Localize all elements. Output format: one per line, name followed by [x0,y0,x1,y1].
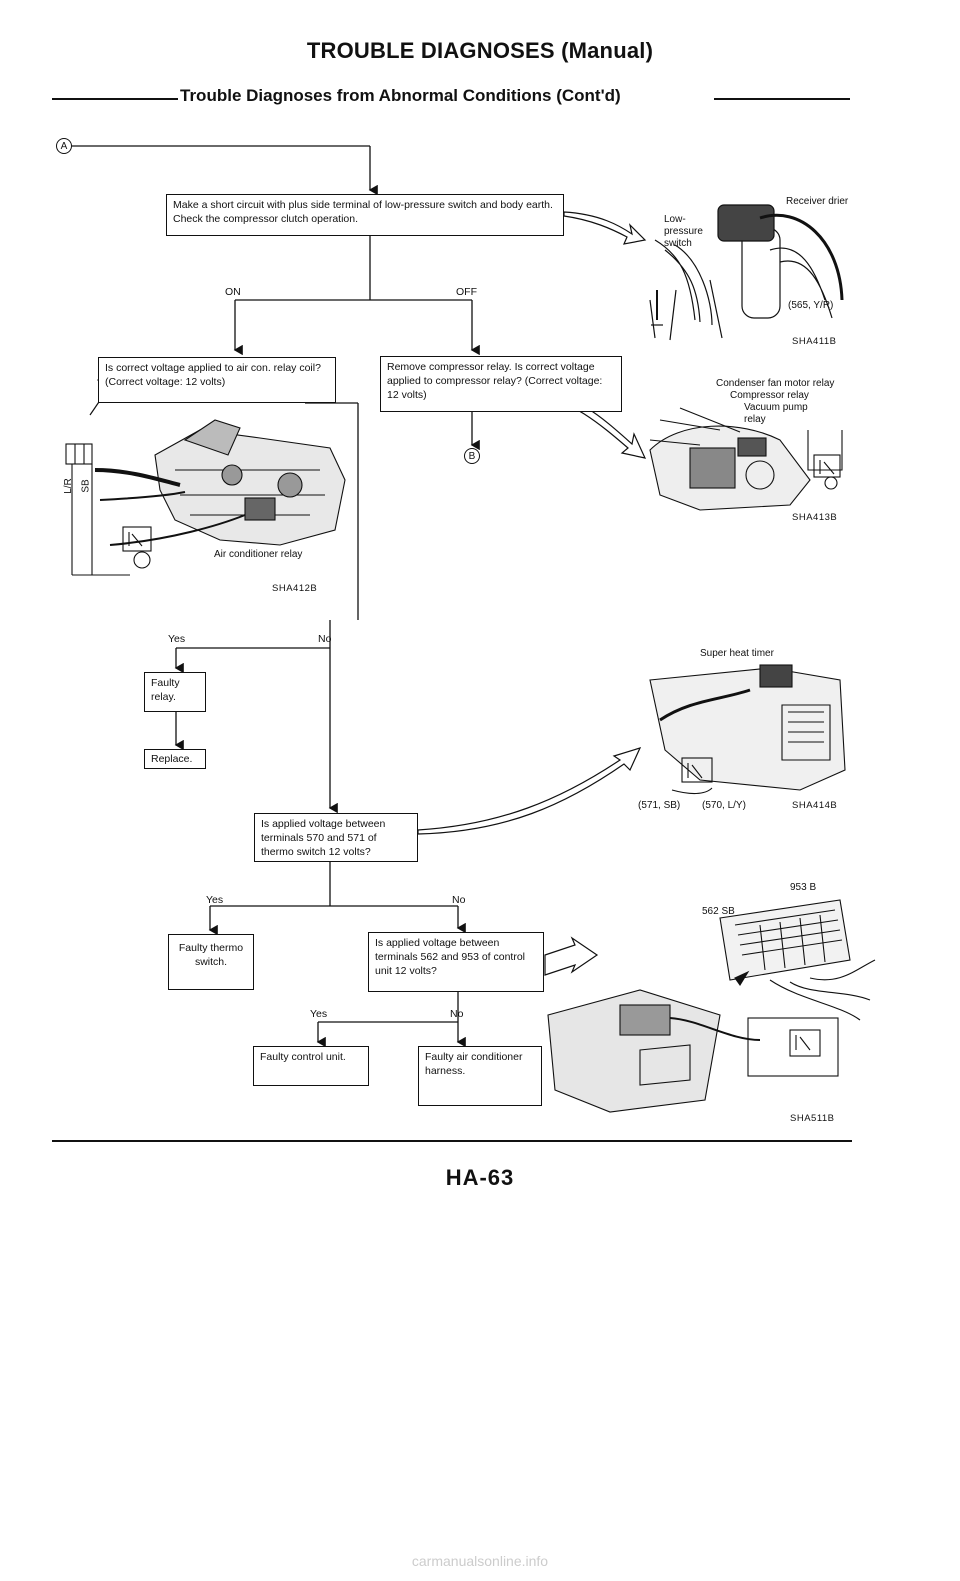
fig3-label-vacuum: Vacuum pump relay [744,402,808,425]
result-faulty-harness: Faulty air conditioner harness. [418,1046,542,1106]
fig1-label-wire: (565, Y/R) [788,300,834,311]
fig4-code: SHA414B [792,800,838,811]
step-relay-coil-box: Is correct voltage applied to air con. r… [98,357,336,403]
label-on: ON [225,286,241,298]
fig3-code: SHA413B [792,512,838,523]
subtitle-rule-right [714,98,850,100]
result-faulty-control-unit: Faulty control unit. [253,1046,369,1086]
fig4-label-571: (571, SB) [638,800,681,811]
footer-watermark: carmanualsonline.info [411,1553,549,1569]
fig2-code: SHA412B [272,583,318,594]
result-faulty-relay: Faulty relay. [144,672,206,712]
fig2-label-sb: SB [80,479,92,493]
fig2-label-relay: Air conditioner relay [214,549,303,560]
section-subtitle: Trouble Diagnoses from Abnormal Conditio… [180,86,621,105]
step-compressor-relay-box: Remove compressor relay. Is correct volt… [380,356,622,412]
bottom-rule [52,1140,852,1142]
label-off: OFF [456,286,477,298]
fig5-code: SHA511B [790,1113,835,1124]
fig3-label-compressor: Compressor relay [730,390,809,401]
label-yes-2: Yes [206,894,224,906]
connector-b: B [464,448,480,464]
fig1-label-lowpressure: Low-pressure switch [664,214,703,249]
subtitle-rule-left [52,98,178,100]
fig3-label-condenser: Condenser fan motor relay [716,378,835,389]
page-number: HA-63 [445,1165,515,1190]
label-no-2: No [452,894,466,906]
result-faulty-thermo: Faulty thermo switch. [168,934,254,990]
connector-a: A [56,138,72,154]
page-title: TROUBLE DIAGNOSES (Manual) [306,38,654,63]
label-yes-3: Yes [310,1008,328,1020]
step-control-unit-box: Is applied voltage between terminals 562… [368,932,544,992]
label-no-1: No [318,633,332,645]
fig5-label-953: 953 B [790,882,817,893]
fig5-label-562: 562 SB [702,906,735,917]
label-yes-1: Yes [168,633,186,645]
step-short-circuit-box: Make a short circuit with plus side term… [166,194,564,236]
fig4-label-timer: Super heat timer [700,648,774,659]
label-no-3: No [450,1008,464,1020]
fig4-label-570: (570, L/Y) [702,800,746,811]
fig1-code: SHA411B [792,336,837,347]
fig2-label-lr: L/R [62,478,74,494]
fig1-label-receiver: Receiver drier [786,196,849,207]
action-replace: Replace. [144,749,206,769]
step-thermo-switch-box: Is applied voltage between terminals 570… [254,813,418,862]
